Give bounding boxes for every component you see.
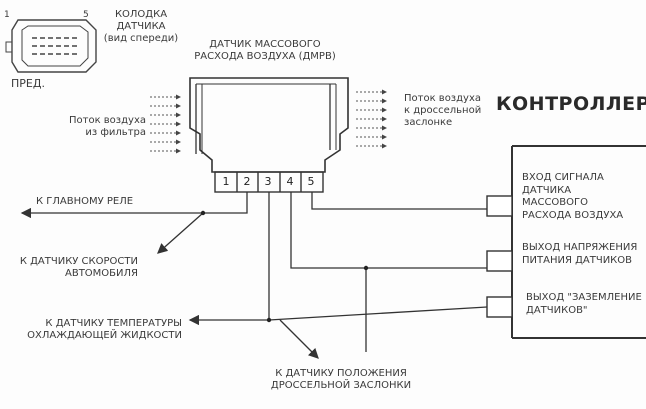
controller-title: КОНТРОЛЛЕР xyxy=(496,93,646,115)
wire-junctions xyxy=(200,210,369,323)
sensor-pin-5: 5 xyxy=(307,175,315,188)
airflow-in-arrows xyxy=(150,94,181,154)
sensor-pin-4: 4 xyxy=(286,175,294,188)
sensor-pin-3: 3 xyxy=(264,175,272,188)
maf-sensor-body xyxy=(189,77,349,173)
airflow-in-label: Поток воздуха из фильтра xyxy=(68,115,146,138)
airflow-out-arrows xyxy=(356,89,387,149)
sensor-pin-2: 2 xyxy=(243,175,251,188)
connector-pin-first: 1 xyxy=(4,10,10,20)
controller-signal-in: ВХОД СИГНАЛА ДАТЧИКА МАССОВОГО РАСХОДА В… xyxy=(522,172,624,221)
front-label: ПРЕД. xyxy=(11,77,45,90)
connector-pin-last: 5 xyxy=(83,10,89,20)
controller-terminals xyxy=(486,195,513,318)
throttle-sensor-label: К ДАТЧИКУ ПОЛОЖЕНИЯ ДРОССЕЛЬНОЙ ЗАСЛОНКИ xyxy=(270,368,412,391)
sensor-pin-1: 1 xyxy=(222,175,230,188)
connector-front-view xyxy=(5,19,97,73)
speed-sensor-label: К ДАТЧИКУ СКОРОСТИ АВТОМОБИЛЯ xyxy=(19,256,138,279)
connector-title: КОЛОДКА ДАТЧИКА (вид спереди) xyxy=(103,9,179,44)
temp-sensor-label: К ДАТЧИКУ ТЕМПЕРАТУРЫ ОХЛАЖДАЮЩЕЙ ЖИДКОС… xyxy=(27,318,182,341)
sensor-title: ДАТЧИК МАССОВОГО РАСХОДА ВОЗДУХА (ДМРВ) xyxy=(194,39,336,62)
wires xyxy=(20,192,488,359)
main-relay-label: К ГЛАВНОМУ РЕЛЕ xyxy=(36,196,134,207)
controller-power-out: ВЫХОД НАПРЯЖЕНИЯ ПИТАНИЯ ДАТЧИКОВ xyxy=(522,242,638,266)
controller-ground-out: ВЫХОД "ЗАЗЕМЛЕНИЕ ДАТЧИКОВ" xyxy=(526,292,642,316)
airflow-out-label: Поток воздуха к дроссельной заслонке xyxy=(404,93,482,128)
maf-pin-block xyxy=(214,171,324,193)
